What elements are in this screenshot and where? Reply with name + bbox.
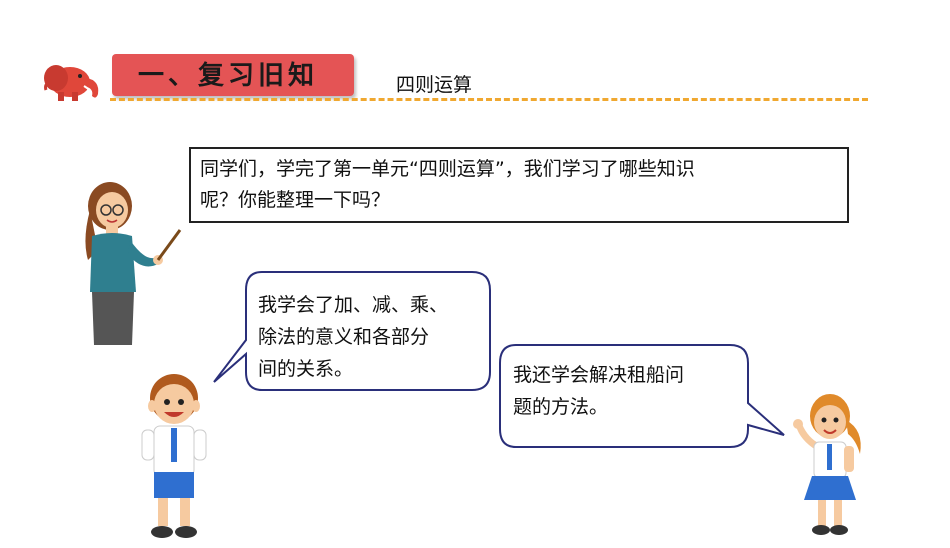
section-banner [112,54,354,96]
elephant-logo-icon [44,65,99,101]
teacher-speech-line: 呢？你能整理一下吗？ [200,189,391,211]
girl-speech-line: 我还学会解决租船问 [513,364,685,386]
girl-speech-bubble [499,344,785,448]
teacher-illustration [85,182,182,345]
girl-speech-line: 题的方法。 [513,396,609,418]
girl-illustration [793,394,861,535]
boy-speech-text: 我学会了加、减、乘、 除法的意义和各部分 间的关系。 [258,289,488,385]
boy-speech-line: 除法的意义和各部分 [258,326,430,348]
boy-speech-line: 我学会了加、减、乘、 [258,294,449,316]
teacher-speech-line: 同学们，学完了第一单元“四则运算”，我们学习了哪些知识 [200,158,695,180]
boy-illustration [141,374,207,538]
section-title: 一、复习旧知 [138,61,319,91]
girl-speech-text: 我还学会解决租船问 题的方法。 [513,359,738,423]
topic-label: 四则运算 [396,74,473,96]
boy-speech-line: 间的关系。 [258,358,354,380]
header-divider [110,98,868,101]
teacher-speech-text: 同学们，学完了第一单元“四则运算”，我们学习了哪些知识 呢？你能整理一下吗？ [200,154,840,216]
teacher-speech-box [189,147,849,223]
boy-speech-bubble [213,271,491,391]
